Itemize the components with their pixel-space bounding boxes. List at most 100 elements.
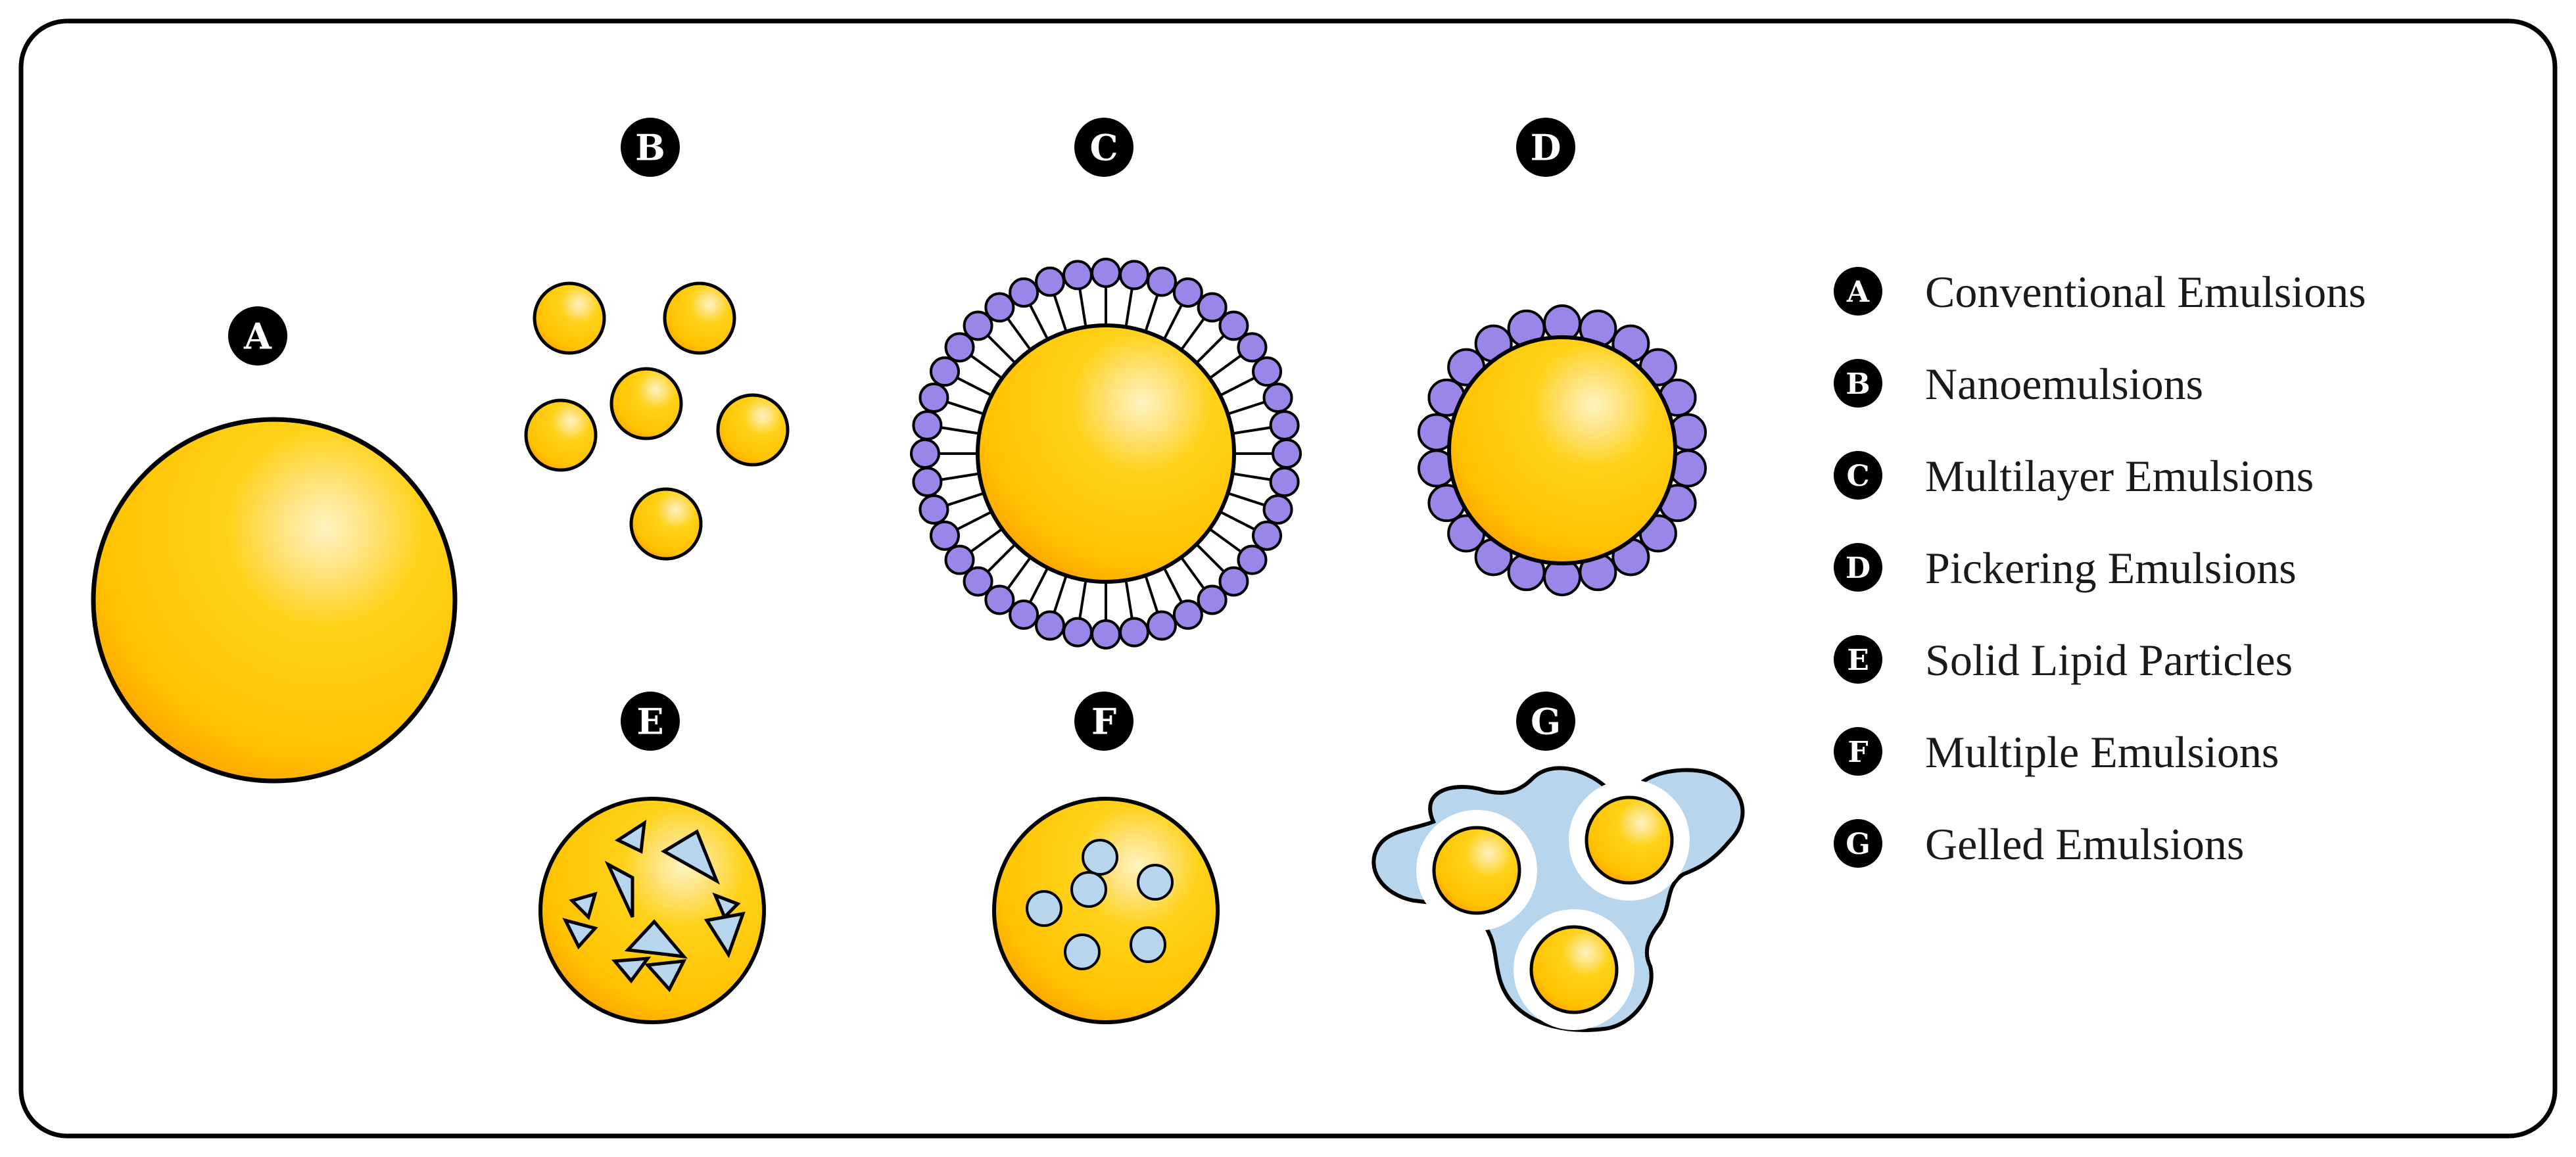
legend-badge-letter: D — [1846, 552, 1871, 585]
droplet — [1529, 925, 1619, 1014]
inner-droplets-f — [1026, 839, 1174, 970]
emulsifier-head — [1172, 600, 1203, 630]
droplet — [1447, 335, 1677, 565]
emulsifier-head — [1146, 266, 1177, 297]
crystals-e — [562, 820, 746, 993]
droplet-c — [976, 323, 1236, 584]
emulsifier-head — [1237, 332, 1268, 363]
droplet-e — [538, 797, 766, 1024]
badge-circle — [228, 306, 287, 366]
emulsifier-head — [1218, 310, 1249, 341]
droplets-b — [524, 281, 790, 561]
droplet — [609, 367, 683, 440]
badge-letter: C — [1090, 126, 1118, 168]
legend-badge-letter: C — [1846, 460, 1869, 493]
emulsifier-head — [1062, 617, 1093, 648]
legend-badge-letter: E — [1847, 644, 1869, 677]
emulsifier-head — [1262, 494, 1293, 525]
legend-label: Pickering Emulsions — [1925, 543, 2297, 593]
emulsifier-head — [984, 292, 1015, 323]
emulsifier-head — [918, 494, 949, 525]
badge-circle — [621, 118, 680, 177]
emulsifier-head — [912, 467, 943, 498]
badge-letter: B — [635, 126, 665, 168]
droplet — [538, 797, 766, 1024]
legend-badge-letter: F — [1848, 736, 1868, 769]
emulsifier-head — [1091, 619, 1121, 649]
emulsifier-head — [1218, 566, 1249, 597]
badge-letter: G — [1531, 700, 1561, 742]
emulsifier-head — [918, 383, 949, 413]
droplet — [629, 487, 703, 561]
inner-droplet — [1070, 871, 1107, 908]
legend-badge-letter: G — [1846, 828, 1871, 861]
inner-droplet — [1026, 890, 1062, 927]
droplet-a — [91, 417, 458, 784]
legend-item-d: D Pickering Emulsions — [1834, 543, 2297, 593]
emulsifier-head — [1197, 584, 1228, 615]
emulsifier-head — [910, 438, 940, 469]
legend-label: Gelled Emulsions — [1925, 819, 2244, 869]
legend-badge-letter: B — [1846, 367, 1870, 401]
emulsifier-head — [1262, 383, 1293, 413]
droplet — [663, 281, 736, 355]
inner-droplet — [1137, 864, 1174, 901]
badge-circle — [621, 692, 680, 751]
emulsifier-head — [1197, 292, 1228, 323]
emulsifier-head — [1146, 610, 1177, 641]
badge-circle — [1074, 118, 1133, 177]
droplet — [91, 417, 458, 784]
legend-badge — [1834, 543, 1882, 592]
badge-letter: F — [1091, 700, 1116, 742]
emulsifier-head — [1062, 260, 1093, 291]
emulsifier-head — [963, 566, 993, 597]
emulsifier-head — [1119, 617, 1150, 648]
droplet — [533, 281, 606, 355]
badge-c: C — [1074, 118, 1133, 177]
legend-badge-letter: A — [1846, 275, 1870, 309]
badge-letter: D — [1531, 126, 1562, 168]
badge-circle — [1074, 692, 1133, 751]
badge-letter: A — [243, 315, 272, 357]
droplet — [976, 323, 1236, 584]
legend-item-b: B Nanoemulsions — [1834, 359, 2203, 409]
emulsifier-head — [1009, 600, 1039, 630]
emulsifier-head — [984, 584, 1015, 615]
droplet — [524, 398, 598, 472]
legend-label: Nanoemulsions — [1925, 359, 2203, 409]
droplet — [716, 393, 790, 467]
legend-label: Multilayer Emulsions — [1925, 451, 2314, 501]
badge-g: G — [1516, 692, 1575, 751]
legend-badge — [1834, 819, 1882, 868]
emulsifier-head — [1035, 266, 1066, 297]
emulsifier-head — [1035, 610, 1066, 641]
emulsifier-head — [944, 544, 975, 575]
inner-droplet — [1130, 926, 1166, 963]
badge-circle — [1516, 118, 1575, 177]
legend-item-g: G Gelled Emulsions — [1834, 819, 2244, 869]
multilayer-shell-c — [910, 258, 1302, 649]
legend-badge — [1834, 359, 1882, 408]
emulsifier-head — [1119, 260, 1150, 291]
emulsifier-head — [929, 520, 960, 551]
legend-label: Conventional Emulsions — [1925, 267, 2366, 317]
badge-a: A — [228, 306, 287, 366]
badge-d: D — [1516, 118, 1575, 177]
emulsifier-head — [912, 410, 943, 440]
droplet-d — [1447, 335, 1677, 565]
emulsifier-head — [944, 332, 975, 363]
badge-b: B — [621, 118, 680, 177]
inner-droplet — [1064, 933, 1101, 970]
emulsifier-head — [1269, 467, 1300, 498]
legend-badge — [1834, 727, 1882, 776]
legend-item-c: C Multilayer Emulsions — [1834, 451, 2314, 501]
emulsifier-head — [1172, 277, 1203, 308]
legend-item-a: A Conventional Emulsions — [1834, 267, 2366, 317]
emulsifier-head — [1237, 544, 1268, 575]
droplet-f — [992, 797, 1220, 1024]
droplet — [992, 797, 1220, 1024]
